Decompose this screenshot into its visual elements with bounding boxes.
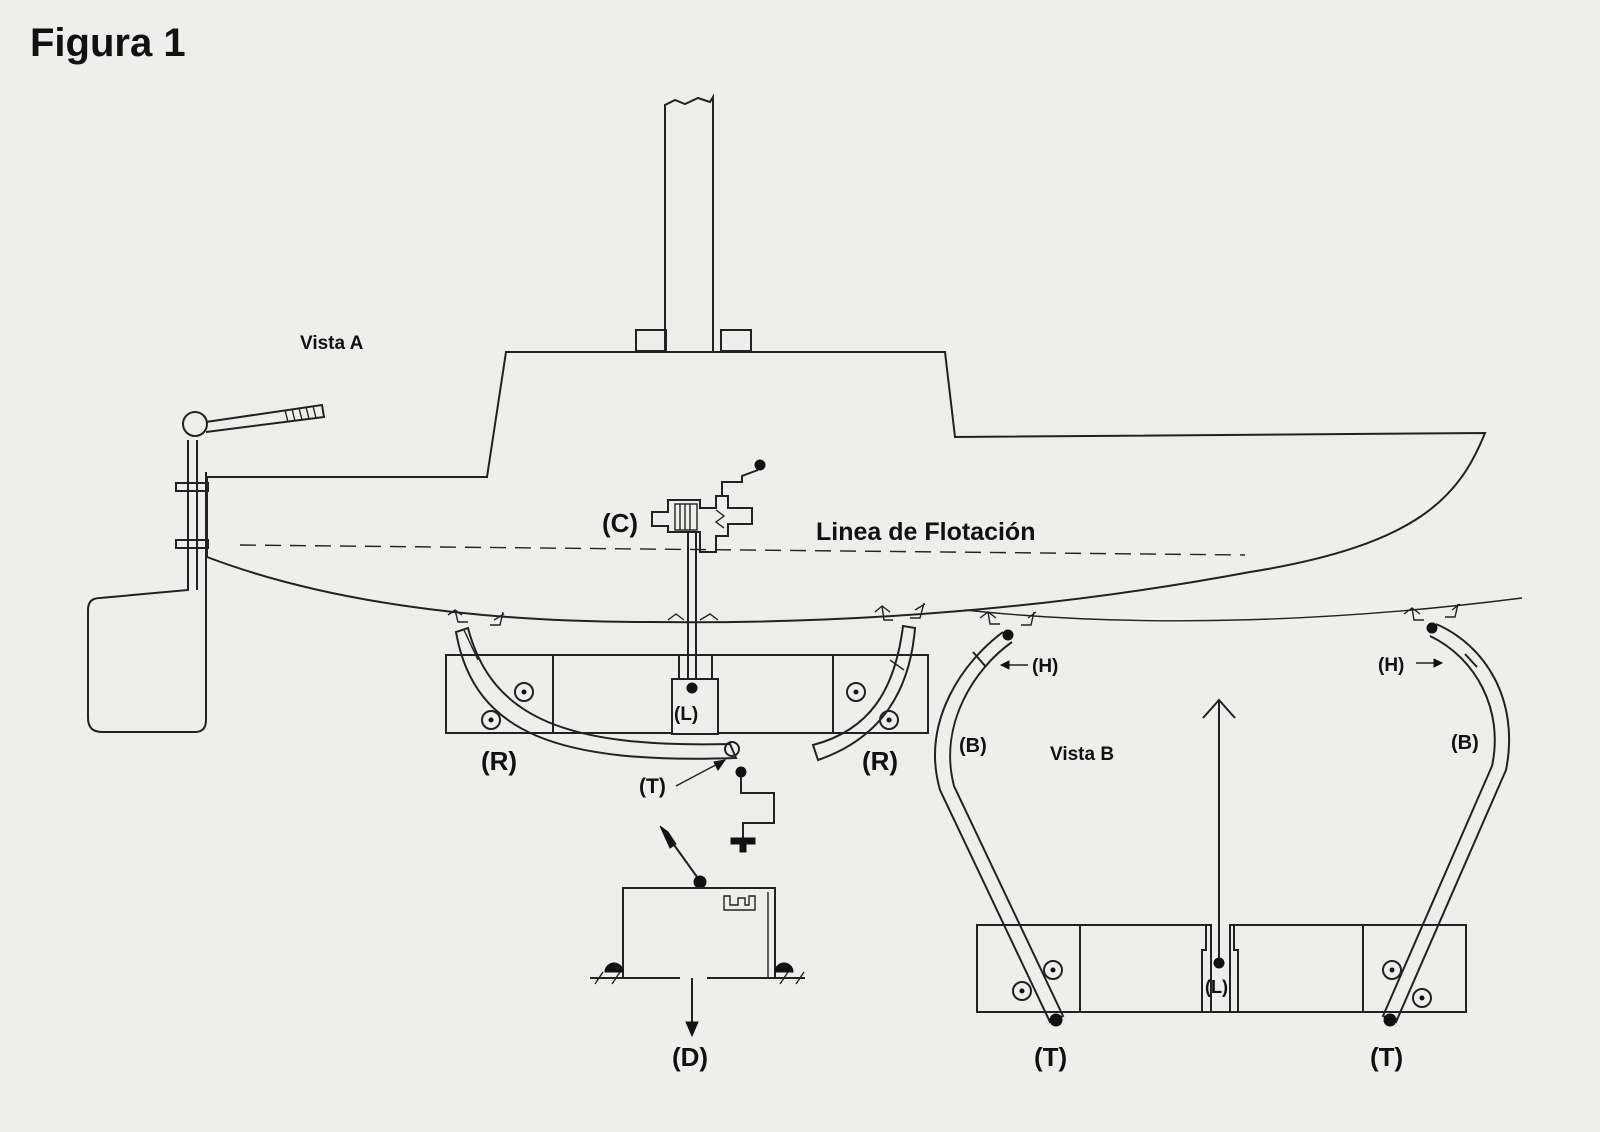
label-h-left: (H) [1032, 656, 1058, 677]
hull-outline [206, 351, 1487, 624]
latch-pin-a [686, 682, 698, 694]
carrier-block-b-right [1229, 924, 1467, 1013]
hull-side-view: Linea de Flotación Vista A (C) [87, 93, 1487, 853]
pointer-h-right-head [1433, 658, 1444, 668]
label-d: (D) [672, 1042, 708, 1072]
view-a-label: Vista A [300, 333, 364, 354]
arm-left-tip [724, 741, 740, 757]
detail-lever-grip [659, 825, 677, 849]
detail-base-hatch [594, 971, 805, 985]
arm-b-left-joint [972, 651, 987, 668]
arm-right-hinge [889, 659, 905, 671]
carrier-block-view-a [445, 654, 929, 735]
arm-b-left [934, 631, 1065, 1024]
latch-slot-b [1201, 925, 1239, 1013]
rudder-bracket-bottom [175, 539, 209, 549]
fitting-b4 [1445, 603, 1461, 618]
roller-b3 [1382, 960, 1402, 980]
arm-b-right [1381, 623, 1511, 1024]
arm-b-right-pivot [1426, 622, 1438, 634]
mast-base-right [720, 329, 752, 352]
front-view-b: (H) (H) (B) (B) Vista B (L) (T) (T) [934, 597, 1523, 1072]
detail-catch [723, 895, 756, 911]
roller-b4 [1412, 988, 1432, 1008]
tiller-grip [284, 405, 317, 423]
label-h-right: (H) [1378, 655, 1404, 676]
label-r-right: (R) [862, 746, 898, 776]
detail-housing [622, 887, 776, 978]
label-c: (C) [602, 508, 638, 538]
carrier-block-b-left [976, 924, 1212, 1013]
label-t-right: (T) [1370, 1042, 1403, 1072]
figure-title: Figura 1 [30, 21, 186, 65]
arm-b-left-tip [1049, 1013, 1063, 1027]
trigger-link [740, 777, 775, 840]
release-pull-knob [754, 459, 766, 471]
roller-b3-center [1389, 967, 1395, 973]
hull-bottom-view-b [964, 597, 1523, 622]
fitting-3 [667, 613, 685, 621]
label-b-left: (B) [959, 735, 987, 757]
latch-pin-b [1213, 957, 1225, 969]
trigger-pin [735, 766, 747, 778]
label-b-right: (B) [1451, 732, 1479, 754]
waterline-label: Linea de Flotación [816, 518, 1035, 546]
arm-b-left-pivot [1002, 629, 1014, 641]
roller-b2 [1012, 981, 1032, 1001]
roller-b1 [1043, 960, 1063, 980]
mast-base-left [635, 329, 667, 352]
arm-left-hinge [463, 629, 479, 661]
label-l-view-b: (L) [1205, 977, 1228, 997]
label-r-left: (R) [481, 746, 517, 776]
fitting-b3 [1403, 607, 1424, 621]
rudder-bracket-top [175, 482, 209, 492]
fitting-4 [699, 613, 719, 621]
lift-arrow-head [1202, 698, 1236, 719]
fitting-5 [874, 605, 893, 621]
release-mechanism [651, 459, 766, 688]
view-b-label: Vista B [1050, 744, 1114, 765]
waterline [239, 544, 1246, 556]
detail-d: (D) [590, 825, 805, 1072]
fitting-b1 [979, 611, 1000, 625]
arm-left [454, 626, 738, 760]
label-t-left: (T) [1034, 1042, 1067, 1072]
fitting-1 [447, 609, 468, 623]
pointer-h-left-head [999, 660, 1010, 670]
arm-right [811, 624, 917, 762]
tiller-knob [182, 411, 208, 437]
mast [664, 93, 714, 352]
arm-b-right-tip [1383, 1013, 1397, 1027]
detail-arrow-head [685, 1021, 699, 1038]
roller-b4-center [1419, 995, 1425, 1001]
arm-b-right-joint [1464, 653, 1478, 668]
label-l-view-a: (L) [674, 704, 698, 725]
fitting-b2 [1021, 611, 1037, 626]
fitting-2 [490, 611, 505, 626]
detail-bolt-right [774, 962, 794, 973]
rudder [87, 440, 207, 733]
fitting-6 [910, 602, 926, 619]
roller-b1-center [1050, 967, 1056, 973]
roller-b2-center [1019, 988, 1025, 994]
detail-pivot [693, 875, 707, 889]
detail-bolt-left [604, 962, 624, 973]
tiller-arm [205, 403, 326, 433]
label-t-view-a: (T) [639, 775, 666, 798]
trigger-weight [730, 837, 756, 853]
pointer-t-head [713, 759, 727, 771]
